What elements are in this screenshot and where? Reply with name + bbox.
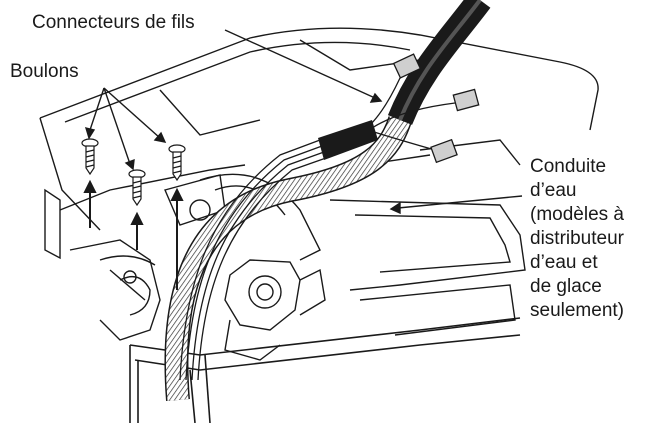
water-line-label: Conduite d’eau (modèles à distributeur d… bbox=[530, 156, 624, 324]
hinge-bracket bbox=[44, 164, 246, 341]
insertion-arrows bbox=[83, 179, 184, 290]
water-line-label-line: (modèles à bbox=[530, 204, 624, 225]
bolt-2 bbox=[128, 169, 146, 207]
water-line-label-line: de glace bbox=[530, 276, 602, 297]
bolt-1 bbox=[81, 138, 99, 176]
bolts-leader-lines bbox=[84, 87, 167, 171]
wire-connectors-label: Connecteurs de fils bbox=[32, 12, 195, 33]
wire-harness bbox=[179, 69, 456, 381]
water-line-label-line: d’eau bbox=[530, 180, 577, 201]
bolts-label: Boulons bbox=[10, 61, 79, 82]
top-cover bbox=[39, 27, 599, 231]
water-line-label-line: distributeur bbox=[530, 228, 624, 249]
water-line-label-line: seulement) bbox=[530, 300, 624, 321]
water-line-leader-line bbox=[389, 195, 523, 215]
water-line-tube bbox=[164, 0, 491, 401]
wire-bundle-sleeve bbox=[318, 120, 378, 160]
water-line-label-line: Conduite bbox=[530, 156, 607, 177]
water-line-label-line: d’eau et bbox=[530, 252, 598, 273]
plug-connectors bbox=[392, 53, 480, 164]
connectors-leader-line bbox=[224, 29, 383, 103]
bolt-3 bbox=[168, 144, 186, 182]
